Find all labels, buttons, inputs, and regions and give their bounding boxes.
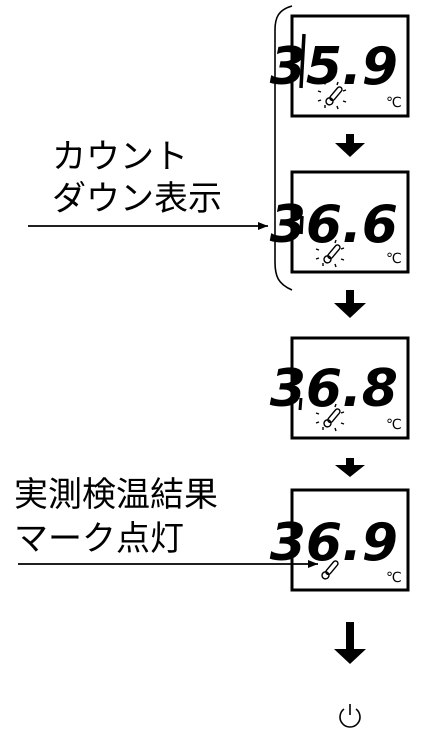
display-frame [290, 336, 410, 440]
display-frame [290, 14, 410, 118]
thermometer-icon [317, 81, 347, 110]
thermometer-icon [315, 403, 345, 432]
display-frame [290, 170, 410, 274]
thermometer-icon [315, 239, 345, 268]
thermometer-icon [321, 560, 339, 580]
progress-segment [299, 33, 306, 89]
unit-2: ℃ [386, 251, 402, 267]
progress-segment [299, 215, 304, 235]
reading-3: 36.8 [270, 359, 398, 419]
down-arrow-icon [334, 622, 366, 664]
display-4: 36.9 ℃ [270, 488, 410, 592]
unit-4: ℃ [386, 570, 402, 586]
reading-2: 36.6 [270, 195, 398, 255]
countdown-bracket [274, 5, 293, 291]
reading-1: 35.9 [270, 37, 398, 97]
unit-3: ℃ [386, 417, 402, 433]
display-frame [290, 488, 410, 592]
down-arrow-icon [335, 134, 365, 157]
display-2: 36.6 ℃ [270, 170, 410, 274]
unit-1: ℃ [386, 95, 402, 111]
display-1: 35.9 ℃ [270, 14, 410, 118]
display-3: 36.8 ℃ [270, 336, 410, 440]
progress-segment [298, 397, 303, 411]
result-label-line1: 実測検温結果 [14, 475, 218, 515]
countdown-label-line2: ダウン表示 [52, 179, 222, 219]
reading-4: 36.9 [270, 513, 398, 573]
power-icon [339, 704, 361, 728]
down-arrow-icon [335, 458, 365, 477]
countdown-label-line1: カウント [52, 137, 188, 177]
result-label-line2: マーク点灯 [14, 519, 184, 559]
down-arrow-icon [334, 290, 366, 318]
